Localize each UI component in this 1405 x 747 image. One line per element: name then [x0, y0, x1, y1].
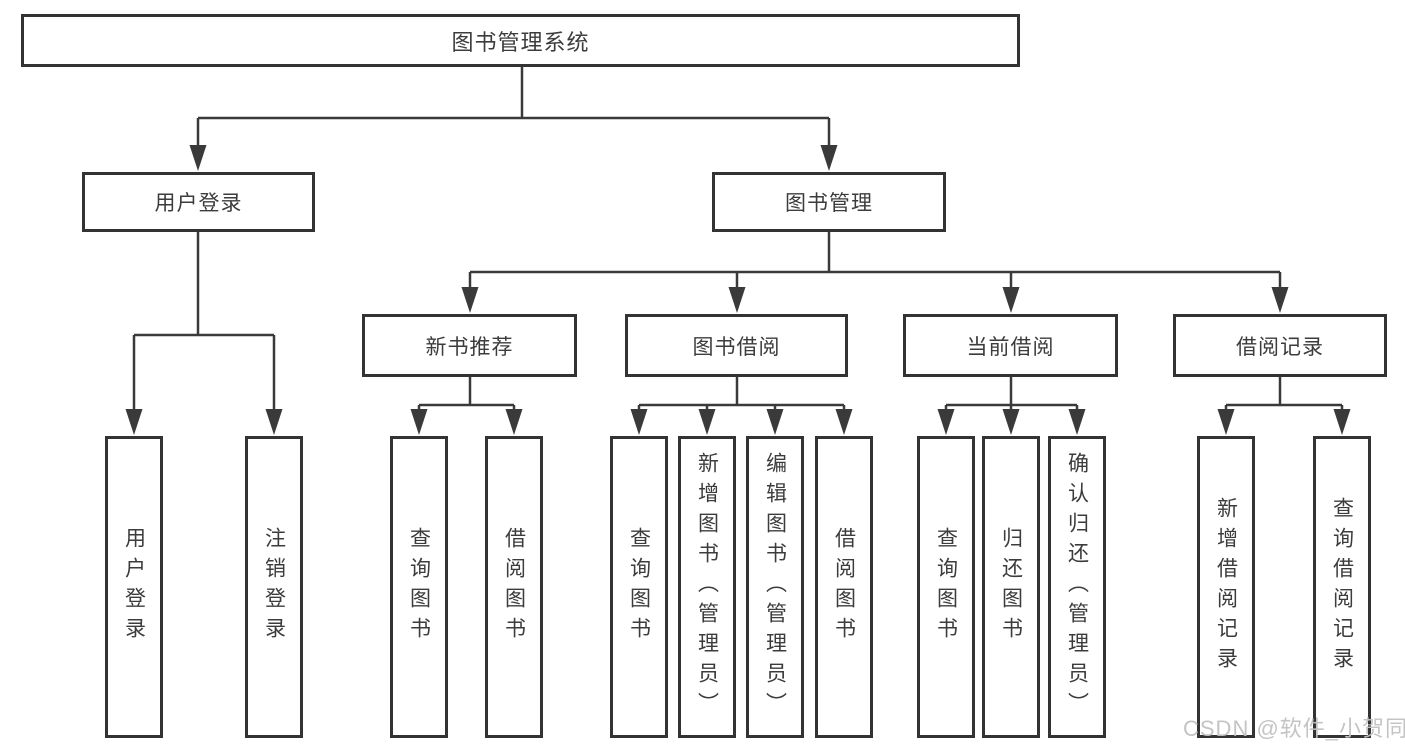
leaf-cb-return-book: 归还图书: [982, 436, 1040, 738]
connector-borrow-history-to-leaves: [1224, 377, 1344, 414]
leaf-bb-add-book: 新增图书（管理员）: [678, 436, 736, 738]
leaf-rec-query-book: 查询图书: [390, 436, 448, 738]
leaf-label: 新增图书（管理员）: [695, 452, 719, 722]
leaf-rec-borrow-book: 借阅图书: [485, 436, 543, 738]
arrow-down-icon: [461, 287, 479, 313]
node-borrow-history: 借阅记录: [1173, 314, 1387, 377]
leaf-login-logout: 注销登录: [245, 436, 303, 738]
connector-current-borrow-to-leaves: [944, 377, 1079, 414]
arrow-down-icon: [1217, 409, 1235, 435]
arrow-down-icon: [265, 409, 283, 435]
connector-book-mgmt-to-level2: [468, 232, 1282, 292]
arrow-down-icon: [728, 287, 746, 313]
node-user-login: 用户登录: [82, 172, 315, 232]
node-book-mgmt: 图书管理: [712, 172, 946, 232]
leaf-login-user-login: 用户登录: [105, 436, 163, 738]
node-root: 图书管理系统: [21, 14, 1020, 67]
arrow-down-icon: [698, 409, 716, 435]
arrow-down-icon: [835, 409, 853, 435]
node-new-book-rec-label: 新书推荐: [425, 335, 514, 359]
arrow-down-icon: [766, 409, 784, 435]
leaf-label: 借阅图书: [832, 527, 856, 647]
connector-root-to-level1: [196, 67, 831, 150]
arrow-down-icon: [630, 409, 648, 435]
leaf-label: 查询图书: [407, 527, 431, 647]
leaf-cb-query-book: 查询图书: [917, 436, 975, 738]
leaf-bb-edit-book: 编辑图书（管理员）: [746, 436, 804, 738]
arrow-down-icon: [505, 409, 523, 435]
node-book-mgmt-label: 图书管理: [785, 192, 873, 215]
leaf-label: 用户登录: [122, 527, 146, 647]
leaf-label: 确认归还（管理员）: [1065, 452, 1089, 722]
node-new-book-rec: 新书推荐: [362, 314, 577, 377]
node-root-label: 图书管理系统: [451, 29, 590, 55]
connector-new-book-rec-to-leaves: [417, 377, 516, 414]
arrow-down-icon: [1002, 287, 1020, 313]
leaf-bb-borrow-book: 借阅图书: [815, 436, 873, 738]
leaf-label: 编辑图书（管理员）: [763, 452, 787, 722]
leaf-label: 借阅图书: [502, 527, 526, 647]
leaf-label: 注销登录: [262, 527, 286, 647]
arrow-down-icon: [1002, 409, 1020, 435]
leaf-bb-query-book: 查询图书: [610, 436, 668, 738]
arrow-down-icon: [1271, 287, 1289, 313]
arrow-down-icon: [937, 409, 955, 435]
arrow-down-icon: [125, 409, 143, 435]
node-borrow-history-label: 借阅记录: [1236, 335, 1324, 359]
node-current-borrow: 当前借阅: [903, 314, 1118, 377]
leaf-cb-confirm-return: 确认归还（管理员）: [1048, 436, 1106, 738]
leaf-label: 归还图书: [999, 527, 1023, 647]
arrow-down-icon: [1068, 409, 1086, 435]
arrow-down-icon: [1333, 409, 1351, 435]
node-book-borrow-label: 图书借阅: [692, 335, 781, 359]
arrow-down-icon: [189, 145, 207, 171]
node-current-borrow-label: 当前借阅: [966, 335, 1055, 359]
leaf-bh-query-record: 查询借阅记录: [1313, 436, 1371, 738]
leaf-label: 新增借阅记录: [1214, 497, 1238, 677]
connector-user-login-to-leaves: [132, 232, 276, 414]
connector-book-borrow-to-leaves: [637, 377, 846, 414]
node-user-login-label: 用户登录: [154, 192, 243, 215]
leaf-label: 查询图书: [627, 527, 651, 647]
arrow-down-icon: [820, 145, 838, 171]
node-book-borrow: 图书借阅: [625, 314, 848, 377]
arrow-down-icon: [410, 409, 428, 435]
leaf-label: 查询借阅记录: [1330, 497, 1354, 677]
leaf-bh-add-record: 新增借阅记录: [1197, 436, 1255, 738]
csdn-watermark: CSDN @软件_小贺同学: [1183, 716, 1405, 741]
leaf-label: 查询图书: [934, 527, 958, 647]
